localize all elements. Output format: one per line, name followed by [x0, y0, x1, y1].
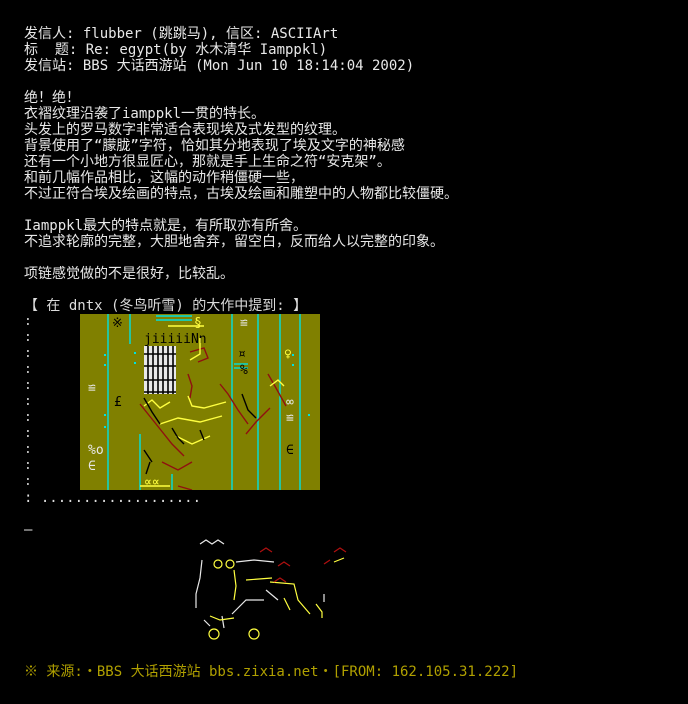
- blank-line: [24, 202, 664, 218]
- body-line: 绝！绝！: [24, 90, 80, 106]
- art-symbol: ∈: [88, 459, 96, 474]
- egypt-art-drawing: jiiiiiNn: [88, 314, 310, 490]
- quote-colon-column: : : : : : : : : : : :: [24, 314, 40, 490]
- quote-colon: :: [24, 394, 32, 409]
- art-symbol: ≌: [88, 381, 96, 396]
- quote-colon: :: [24, 410, 32, 425]
- art-symbol: %o: [88, 443, 104, 458]
- art-symbol: ∈: [286, 443, 294, 458]
- art-symbol: %: [240, 363, 248, 378]
- signature-dash: —: [24, 522, 33, 538]
- quote-colon: :: [24, 442, 32, 457]
- quote-colon: :: [24, 426, 32, 441]
- quote-colon: :: [24, 378, 32, 393]
- ascii-art-quote: : : : : : : : : : : :: [24, 314, 664, 490]
- body-line: 项链感觉做的不是很好，比较乱。: [24, 266, 234, 282]
- quote-colon: :: [24, 458, 32, 473]
- quote-colon: :: [24, 314, 32, 329]
- art-symbol: ※: [112, 316, 123, 331]
- body-line: 背景使用了“朦胧”字符，恰如其分地表现了埃及文字的神秘感: [24, 138, 405, 154]
- art-symbol: §: [194, 316, 202, 331]
- body-line: 不追求轮廓的完整，大胆地舍弃，留空白，反而给人以完整的印象。: [24, 234, 444, 250]
- art-symbol: ∝∝: [144, 475, 160, 490]
- quote-dots: : ...................: [24, 490, 202, 506]
- body-line: 头发上的罗马数字非常适合表现埃及式发型的纹理。: [24, 122, 346, 138]
- bbs-article-view: 发信人: flubber (跳跳马), 信区: ASCIIArt 标 题: Re…: [24, 26, 664, 650]
- body-line: 衣褶纹理沿袭了iamppkl一贯的特长。: [24, 106, 266, 122]
- art-symbol: £: [114, 395, 122, 410]
- art-top-text: jiiiiiNn: [144, 332, 207, 347]
- quote-header: 【 在 dntx (冬鸟听雪) 的大作中提到: 】: [24, 298, 308, 314]
- article-from-line: 发信人: flubber (跳跳马), 信区: ASCIIArt: [24, 26, 339, 42]
- art-symbol: ♀: [284, 347, 292, 362]
- art-symbol: ¤: [238, 347, 246, 362]
- quote-colon: :: [24, 362, 32, 377]
- blank-line: [24, 74, 664, 90]
- art-symbol: ≌: [240, 316, 248, 331]
- signature-ascii-art: [24, 538, 664, 650]
- body-line: 和前几幅作品相比，这幅的动作稍僵硬一些，: [24, 170, 304, 186]
- quote-colon: :: [24, 474, 32, 489]
- quote-colon: :: [24, 330, 32, 345]
- art-symbol: ≌: [286, 411, 294, 426]
- article-source-footer: ※ 来源:・BBS 大话西游站 bbs.zixia.net・[FROM: 162…: [24, 664, 519, 680]
- art-symbol: ∞: [286, 395, 294, 410]
- blank-line: [24, 282, 664, 298]
- egypt-ascii-art: jiiiiiNn: [80, 314, 320, 490]
- article-title-line: 标 题: Re: egypt(by 水木清华 Iamppkl): [24, 42, 328, 58]
- body-line: Iamppkl最大的特点就是，有所取亦有所舍。: [24, 218, 307, 234]
- horse-drawing: [195, 539, 347, 640]
- article-site-line: 发信站: BBS 大话西游站 (Mon Jun 10 18:14:04 2002…: [24, 58, 415, 74]
- quote-colon: :: [24, 346, 32, 361]
- blank-line: [24, 250, 664, 266]
- body-line: 还有一个小地方很显匠心，那就是手上生命之符“安克架”。: [24, 154, 391, 170]
- blank-line: [24, 506, 664, 522]
- body-line: 不过正符合埃及绘画的特点，古埃及绘画和雕塑中的人物都比较僵硬。: [24, 186, 458, 202]
